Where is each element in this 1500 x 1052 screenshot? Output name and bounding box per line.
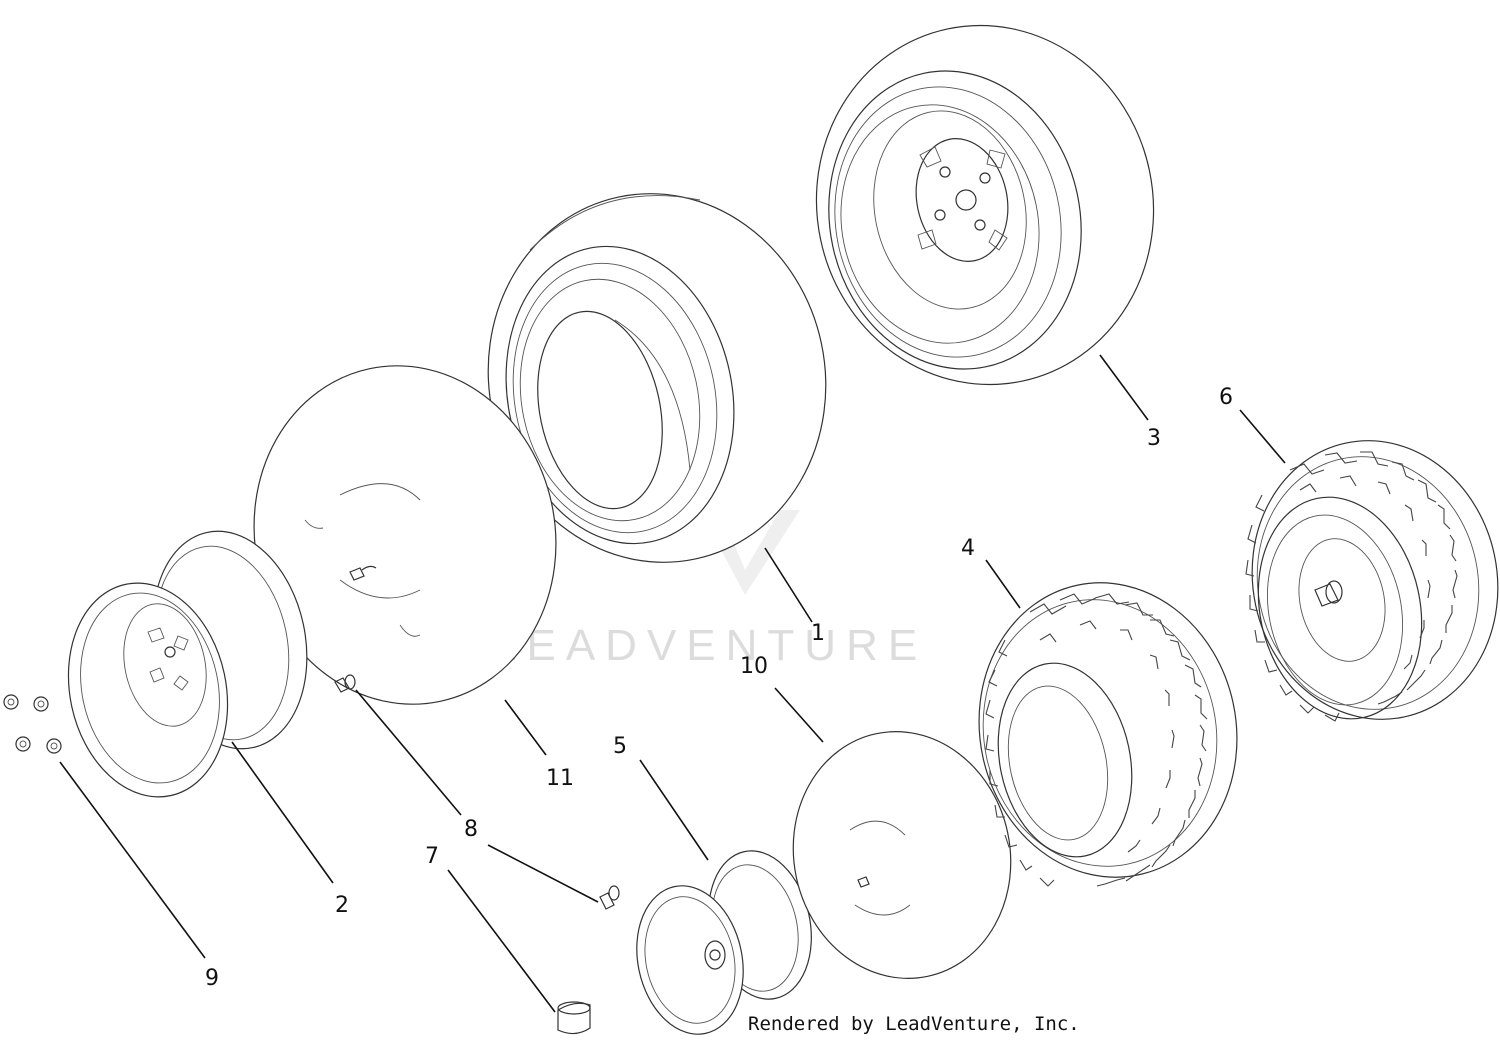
callout-5: 5 xyxy=(613,734,627,759)
callout-8: 8 xyxy=(464,817,478,842)
callout-3: 3 xyxy=(1147,426,1161,451)
callout-6: 6 xyxy=(1219,385,1233,410)
part-2-rim xyxy=(67,530,308,798)
callout-9: 9 xyxy=(205,966,219,991)
leader-lines xyxy=(59,354,1286,1013)
leader-line-11 xyxy=(504,699,547,756)
part-7-bushing xyxy=(557,1001,591,1035)
leader-line-6 xyxy=(1239,409,1286,464)
part-9-lug-nuts xyxy=(3,694,62,754)
callout-11: 11 xyxy=(546,766,574,791)
callout-4: 4 xyxy=(961,536,975,561)
part-4-turf-tire xyxy=(978,582,1238,887)
leader-line-4 xyxy=(985,559,1021,609)
leader-line-5 xyxy=(639,759,709,861)
part-5-small-rim xyxy=(636,850,812,1035)
callout-10: 10 xyxy=(740,654,768,679)
watermark-text: LEADVENTURE xyxy=(492,621,927,670)
part-3-tire-wheel-assembly xyxy=(815,24,1155,386)
part-10-small-inner-tube xyxy=(792,731,1012,979)
callout-labels: 1 2 3 4 5 6 7 8 9 10 11 xyxy=(205,385,1233,991)
leader-line-3 xyxy=(1099,354,1149,421)
leader-line-2 xyxy=(231,741,334,884)
leader-line-8a xyxy=(355,689,462,816)
leader-line-1 xyxy=(764,547,813,623)
callout-1: 1 xyxy=(811,621,825,646)
leader-line-7 xyxy=(447,869,556,1013)
part-6-turf-tire-wheel-assembly xyxy=(1245,440,1499,722)
part-8-valve-stem xyxy=(334,674,620,910)
callout-7: 7 xyxy=(425,844,439,869)
leader-line-9 xyxy=(59,761,206,959)
leader-line-8b xyxy=(487,844,599,903)
render-credit: Rendered by LeadVenture, Inc. xyxy=(748,1013,1080,1035)
leader-line-10 xyxy=(774,687,824,743)
callout-2: 2 xyxy=(335,893,349,918)
